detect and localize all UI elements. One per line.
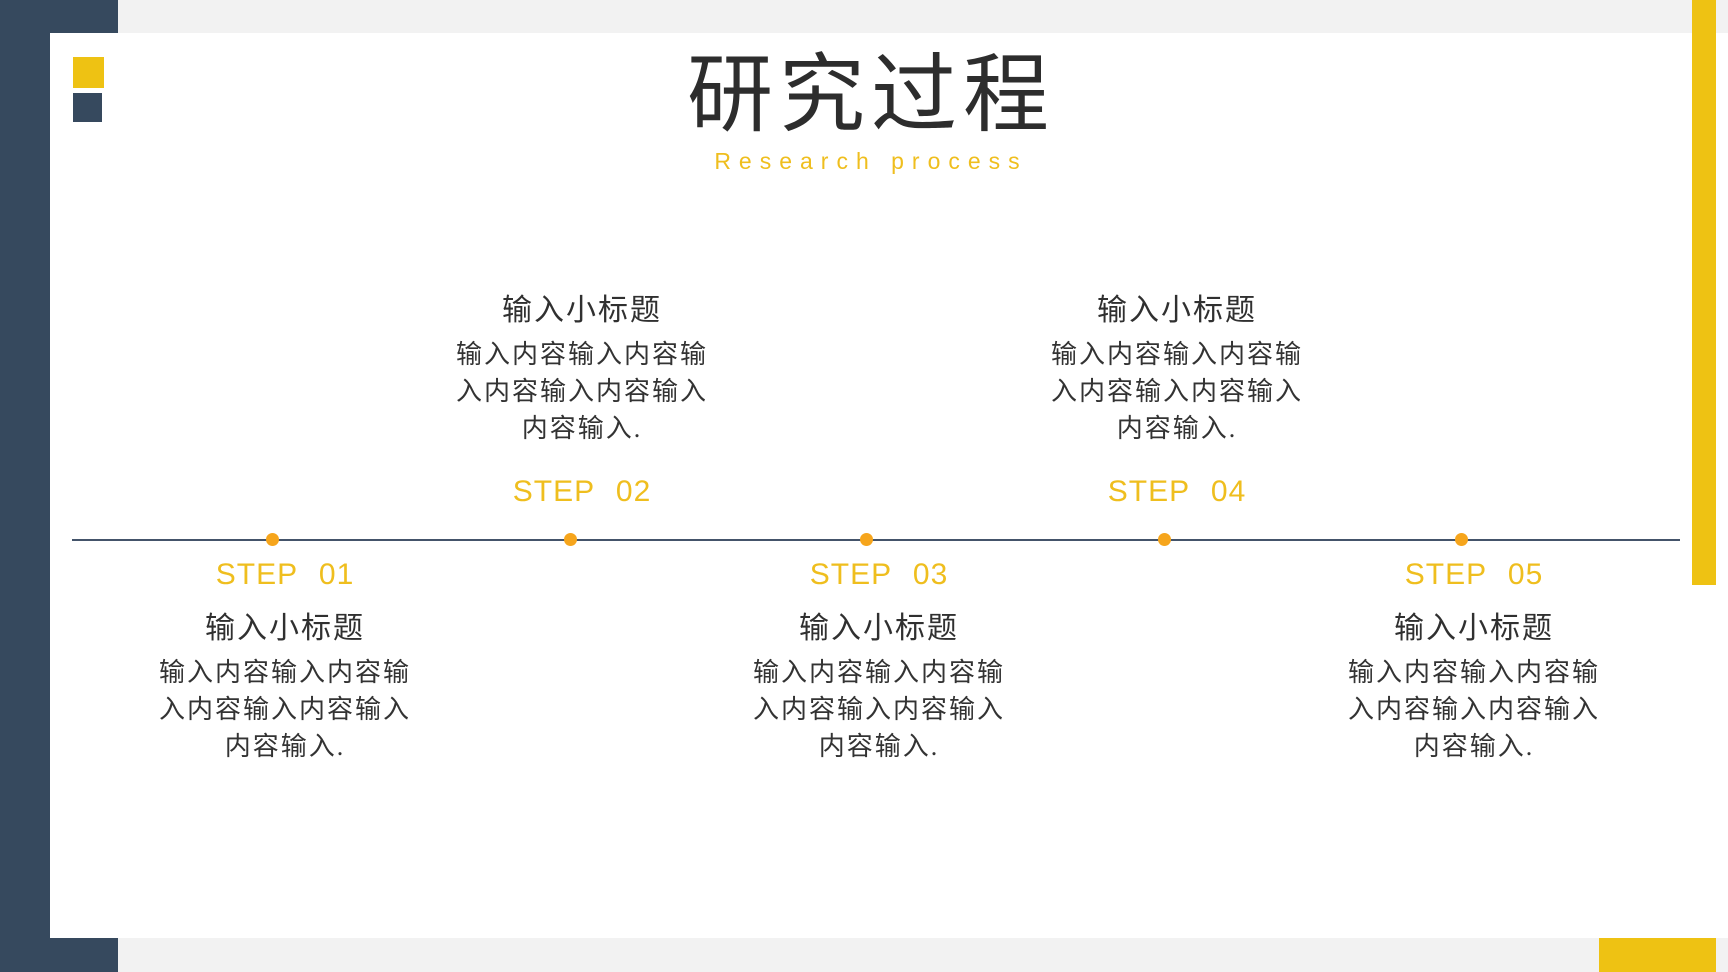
step-05-body-line-1: 输入内容输入内容输: [1347, 658, 1600, 687]
step-03-label: STEP 03: [809, 558, 949, 591]
step-02-body-line-2: 入内容输入内容输入: [455, 377, 708, 406]
step-01-body: 输入内容输入内容输 入内容输入内容输入 内容输入.: [145, 654, 425, 765]
step-03-body-line-1: 输入内容输入内容输: [752, 658, 1005, 687]
page-title: 研究过程: [687, 47, 1055, 143]
step-05-body: 输入内容输入内容输 入内容输入内容输入 内容输入.: [1334, 654, 1614, 765]
step-05-group: STEP 05 输入小标题 输入内容输入内容输 入内容输入内容输入 内容输入.: [1334, 558, 1614, 765]
right-yellow-bar: [1692, 0, 1716, 585]
bottom-gray-strip: [0, 938, 1728, 972]
step-02-body-line-1: 输入内容输入内容输: [455, 340, 708, 369]
step-04-body-line-1: 输入内容输入内容输: [1050, 340, 1303, 369]
top-left-navy-block: [0, 0, 118, 33]
bottom-right-yellow-block: [1599, 938, 1716, 972]
timeline-dot-5: [1455, 533, 1468, 546]
step-05-body-line-2: 入内容输入内容输入: [1347, 695, 1600, 724]
step-03-body: 输入内容输入内容输 入内容输入内容输入 内容输入.: [739, 654, 1019, 765]
step-04-group: 输入小标题 输入内容输入内容输 入内容输入内容输入 内容输入. STEP 04: [1037, 292, 1317, 509]
timeline-dot-4: [1158, 533, 1171, 546]
left-navy-bar: [0, 0, 50, 972]
step-05-body-line-3: 内容输入.: [1413, 732, 1535, 761]
step-01-group: STEP 01 输入小标题 输入内容输入内容输 入内容输入内容输入 内容输入.: [145, 558, 425, 765]
yellow-square-accent: [73, 57, 104, 88]
step-01-body-line-3: 内容输入.: [224, 732, 346, 761]
timeline-dot-2: [564, 533, 577, 546]
slide-header: 研究过程 Research process: [50, 46, 1692, 174]
step-05-subtitle: 输入小标题: [1394, 612, 1554, 645]
step-01-label: STEP 01: [215, 558, 355, 591]
step-02-body: 输入内容输入内容输 入内容输入内容输入 内容输入.: [442, 336, 722, 447]
step-04-body: 输入内容输入内容输 入内容输入内容输入 内容输入.: [1037, 336, 1317, 447]
step-03-group: STEP 03 输入小标题 输入内容输入内容输 入内容输入内容输入 内容输入.: [739, 558, 1019, 765]
timeline-dot-1: [266, 533, 279, 546]
step-03-body-line-3: 内容输入.: [818, 732, 940, 761]
step-02-group: 输入小标题 输入内容输入内容输 入内容输入内容输入 内容输入. STEP 02: [442, 292, 722, 509]
bottom-left-navy-block: [0, 938, 118, 972]
navy-square-accent: [73, 93, 102, 122]
step-01-body-line-1: 输入内容输入内容输: [158, 658, 411, 687]
step-04-body-line-2: 入内容输入内容输入: [1050, 377, 1303, 406]
top-gray-strip: [0, 0, 1728, 33]
step-02-label: STEP 02: [512, 475, 652, 508]
step-01-body-line-2: 入内容输入内容输入: [158, 695, 411, 724]
page-subtitle: Research process: [714, 148, 1028, 174]
step-02-subtitle: 输入小标题: [502, 294, 662, 327]
step-04-label: STEP 04: [1107, 475, 1247, 508]
step-04-body-line-3: 内容输入.: [1116, 414, 1238, 443]
step-05-label: STEP 05: [1404, 558, 1544, 591]
step-02-body-line-3: 内容输入.: [521, 414, 643, 443]
timeline-line: [72, 539, 1680, 541]
timeline-dot-3: [860, 533, 873, 546]
step-01-subtitle: 输入小标题: [205, 612, 365, 645]
step-03-subtitle: 输入小标题: [799, 612, 959, 645]
step-04-subtitle: 输入小标题: [1097, 294, 1257, 327]
step-03-body-line-2: 入内容输入内容输入: [752, 695, 1005, 724]
